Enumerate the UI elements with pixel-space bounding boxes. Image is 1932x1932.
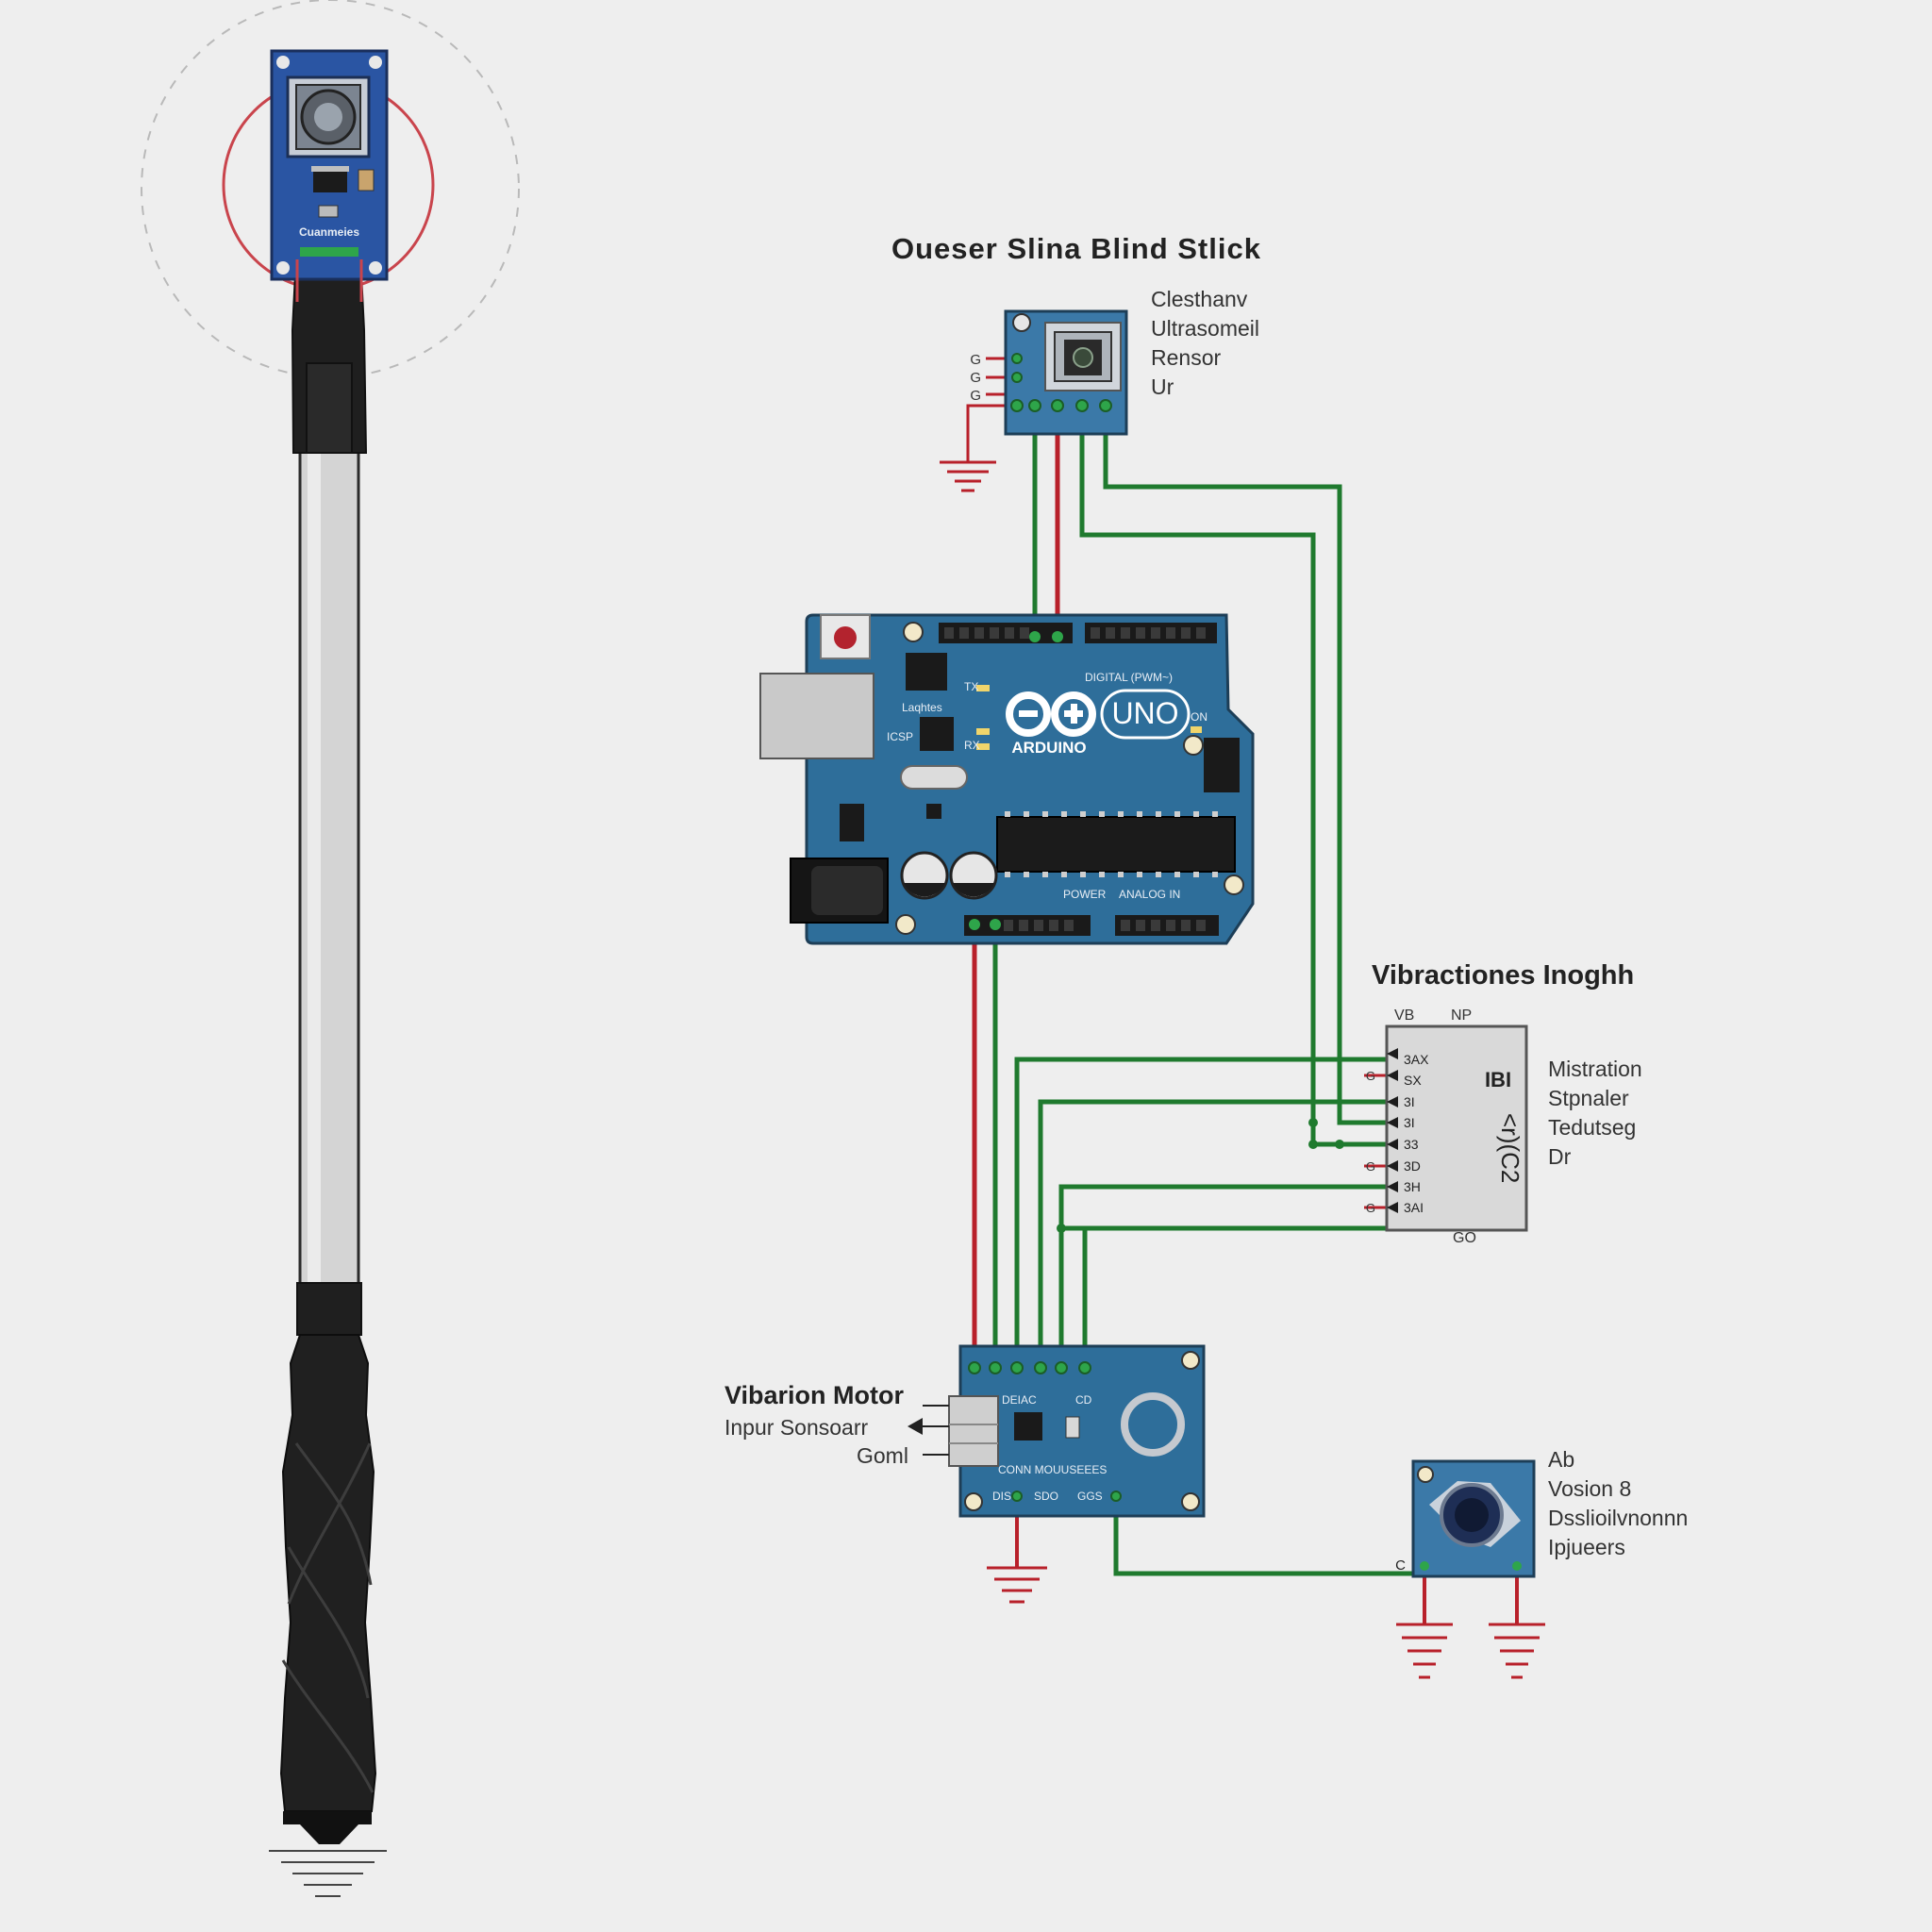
knob-module: C xyxy=(1395,1459,1536,1578)
wire-sensor-ground xyxy=(966,404,1017,462)
arduino-logo xyxy=(1006,691,1096,737)
vib-side-line-4: Dr xyxy=(1548,1144,1572,1169)
ultrasonic-sensor-lens xyxy=(1073,347,1093,368)
vib-pin-3: 3I xyxy=(1404,1094,1415,1109)
arduino-logo-text: ARDUINO xyxy=(1011,739,1086,757)
ground-driver xyxy=(987,1566,1047,1604)
vib-side-line-2: Stpnaler xyxy=(1548,1086,1629,1110)
ultrasonic-sensor-module: G G G xyxy=(970,309,1128,436)
vibration-module: 3AX SX 3I 3I 33 3D 3H 3AI IBI <r)(C2 G G… xyxy=(1366,1024,1528,1232)
wire-sensor-vib-2 xyxy=(1103,406,1387,1125)
vibration-side-label: Mistration Stpnaler Tedutseg Dr xyxy=(1548,1055,1642,1172)
sensor-range-dashed xyxy=(141,0,520,378)
arduino-label-digital: DIGITAL (PWM~) xyxy=(1085,671,1173,684)
sensor-label-line-4: Ur xyxy=(1151,375,1174,399)
knob-pin-label: C xyxy=(1395,1557,1406,1574)
knob-label-line-2: Vosion 8 xyxy=(1548,1476,1632,1501)
driver-label-ggs: GGS xyxy=(1077,1490,1103,1503)
driver-label-dis: DIS xyxy=(992,1490,1011,1503)
sensor-label-line-3: Rensor xyxy=(1151,345,1222,370)
knob-label-line-4: Ipjueers xyxy=(1548,1535,1625,1559)
vib-vertical-text: <r)(C2 xyxy=(1496,1113,1524,1183)
arduino-model-label: UNO xyxy=(1111,696,1178,730)
sensor-label-line-2: Ultrasomeil xyxy=(1151,316,1260,341)
knob-label-line-3: Dsslioilvnonnn xyxy=(1548,1506,1689,1530)
vib-pin-1: 3AX xyxy=(1404,1052,1429,1067)
vib-left-mark-1: G xyxy=(1366,1069,1375,1083)
vib-top-pin-np: NP xyxy=(1451,1008,1473,1024)
motor-driver-line-2: Goml xyxy=(857,1443,908,1468)
ground-symbols xyxy=(940,460,1545,1679)
knob-label: Ab Vosion 8 Dsslioilvnonnn Ipjueers xyxy=(1548,1445,1688,1562)
knob-label-line-1: Ab xyxy=(1548,1447,1575,1472)
vib-left-mark-3: G xyxy=(1366,1201,1375,1215)
wire-junctions xyxy=(1057,1118,1344,1233)
arduino-label-tx: TX xyxy=(964,680,978,693)
driver-connector xyxy=(948,1395,999,1467)
stick-sensor-chip-label: Cuanmeies xyxy=(299,225,359,239)
arduino-label-on: ON xyxy=(1191,710,1208,724)
vib-side-line-1: Mistration xyxy=(1548,1057,1642,1081)
sensor-label-line-1: Clesthanv xyxy=(1151,287,1248,311)
arduino-label-analog: ANALOG IN xyxy=(1119,888,1180,901)
vib-pin-2: SX xyxy=(1404,1073,1422,1088)
arduino-atmega-chip xyxy=(996,816,1236,873)
vib-left-mark-2: G xyxy=(1366,1159,1375,1174)
vib-pin-6: 3D xyxy=(1404,1158,1421,1174)
sensor-side-pin-2: G xyxy=(970,370,981,386)
ground-knob-1 xyxy=(1396,1623,1453,1679)
stick-handle-collar xyxy=(296,1282,362,1336)
vib-pin-8: 3AI xyxy=(1404,1200,1424,1215)
driver-label-cd: CD xyxy=(1075,1393,1092,1407)
arduino-label-icsp: ICSP xyxy=(887,730,913,743)
arduino-label-power: POWER xyxy=(1063,888,1107,901)
vib-side-line-3: Tedutseg xyxy=(1548,1115,1637,1140)
vib-pin-5: 33 xyxy=(1404,1137,1419,1152)
arduino-label-rx: RX xyxy=(964,739,980,752)
vib-top-pin-vb: VB xyxy=(1394,1008,1415,1024)
motor-driver-heading: Vibarion Motor xyxy=(724,1381,905,1409)
vib-bottom-pin: GO xyxy=(1453,1230,1476,1246)
stick-handle xyxy=(279,1334,377,1812)
arduino-uno-board: UNO ARDUINO DIGITAL (PWM~) Laqhtes ON TX… xyxy=(759,613,1255,945)
vib-chip-text: IBI xyxy=(1485,1068,1511,1091)
vib-pin-7: 3H xyxy=(1404,1179,1421,1194)
ground-sensor xyxy=(940,460,996,492)
arduino-reset-button xyxy=(820,614,871,659)
driver-label-sdo: SDO xyxy=(1034,1490,1058,1503)
arduino-crystal xyxy=(900,765,968,790)
sensor-label: Clesthanv Ultrasomeil Rensor Ur xyxy=(1151,285,1259,402)
motor-driver-line-1: Inpur Sonsoarr xyxy=(724,1415,869,1440)
diagram-title: Oueser Slina Blind Stlick xyxy=(891,232,1261,265)
vibration-module-heading: Vibractiones Inoghh xyxy=(1372,960,1635,991)
driver-input-arrow xyxy=(908,1418,923,1435)
ground-knob-2 xyxy=(1489,1623,1545,1679)
arduino-label-laqhtes: Laqhtes xyxy=(902,701,942,714)
arduino-usb-port xyxy=(759,673,874,759)
wire-vib-driver-3 xyxy=(1058,1184,1387,1368)
stick-ground-symbol xyxy=(269,1850,387,1897)
sensor-side-pin-1: G xyxy=(970,352,981,368)
motor-driver-board: DEIAC CD CONN MOUUSEEES DIS SDO GGS xyxy=(908,1344,1206,1518)
driver-label-deiac: DEIAC xyxy=(1002,1393,1037,1407)
driver-label-conn: CONN MOUUSEEES xyxy=(998,1463,1107,1476)
blind-stick: Cuanmeies xyxy=(141,0,520,1897)
wire-vib-driver-1 xyxy=(1014,1057,1387,1368)
sensor-side-pin-3: G xyxy=(970,388,981,404)
vib-pin-4: 3I xyxy=(1404,1115,1415,1130)
wire-vib-driver-2 xyxy=(1038,1099,1387,1368)
driver-ring xyxy=(1121,1392,1185,1457)
